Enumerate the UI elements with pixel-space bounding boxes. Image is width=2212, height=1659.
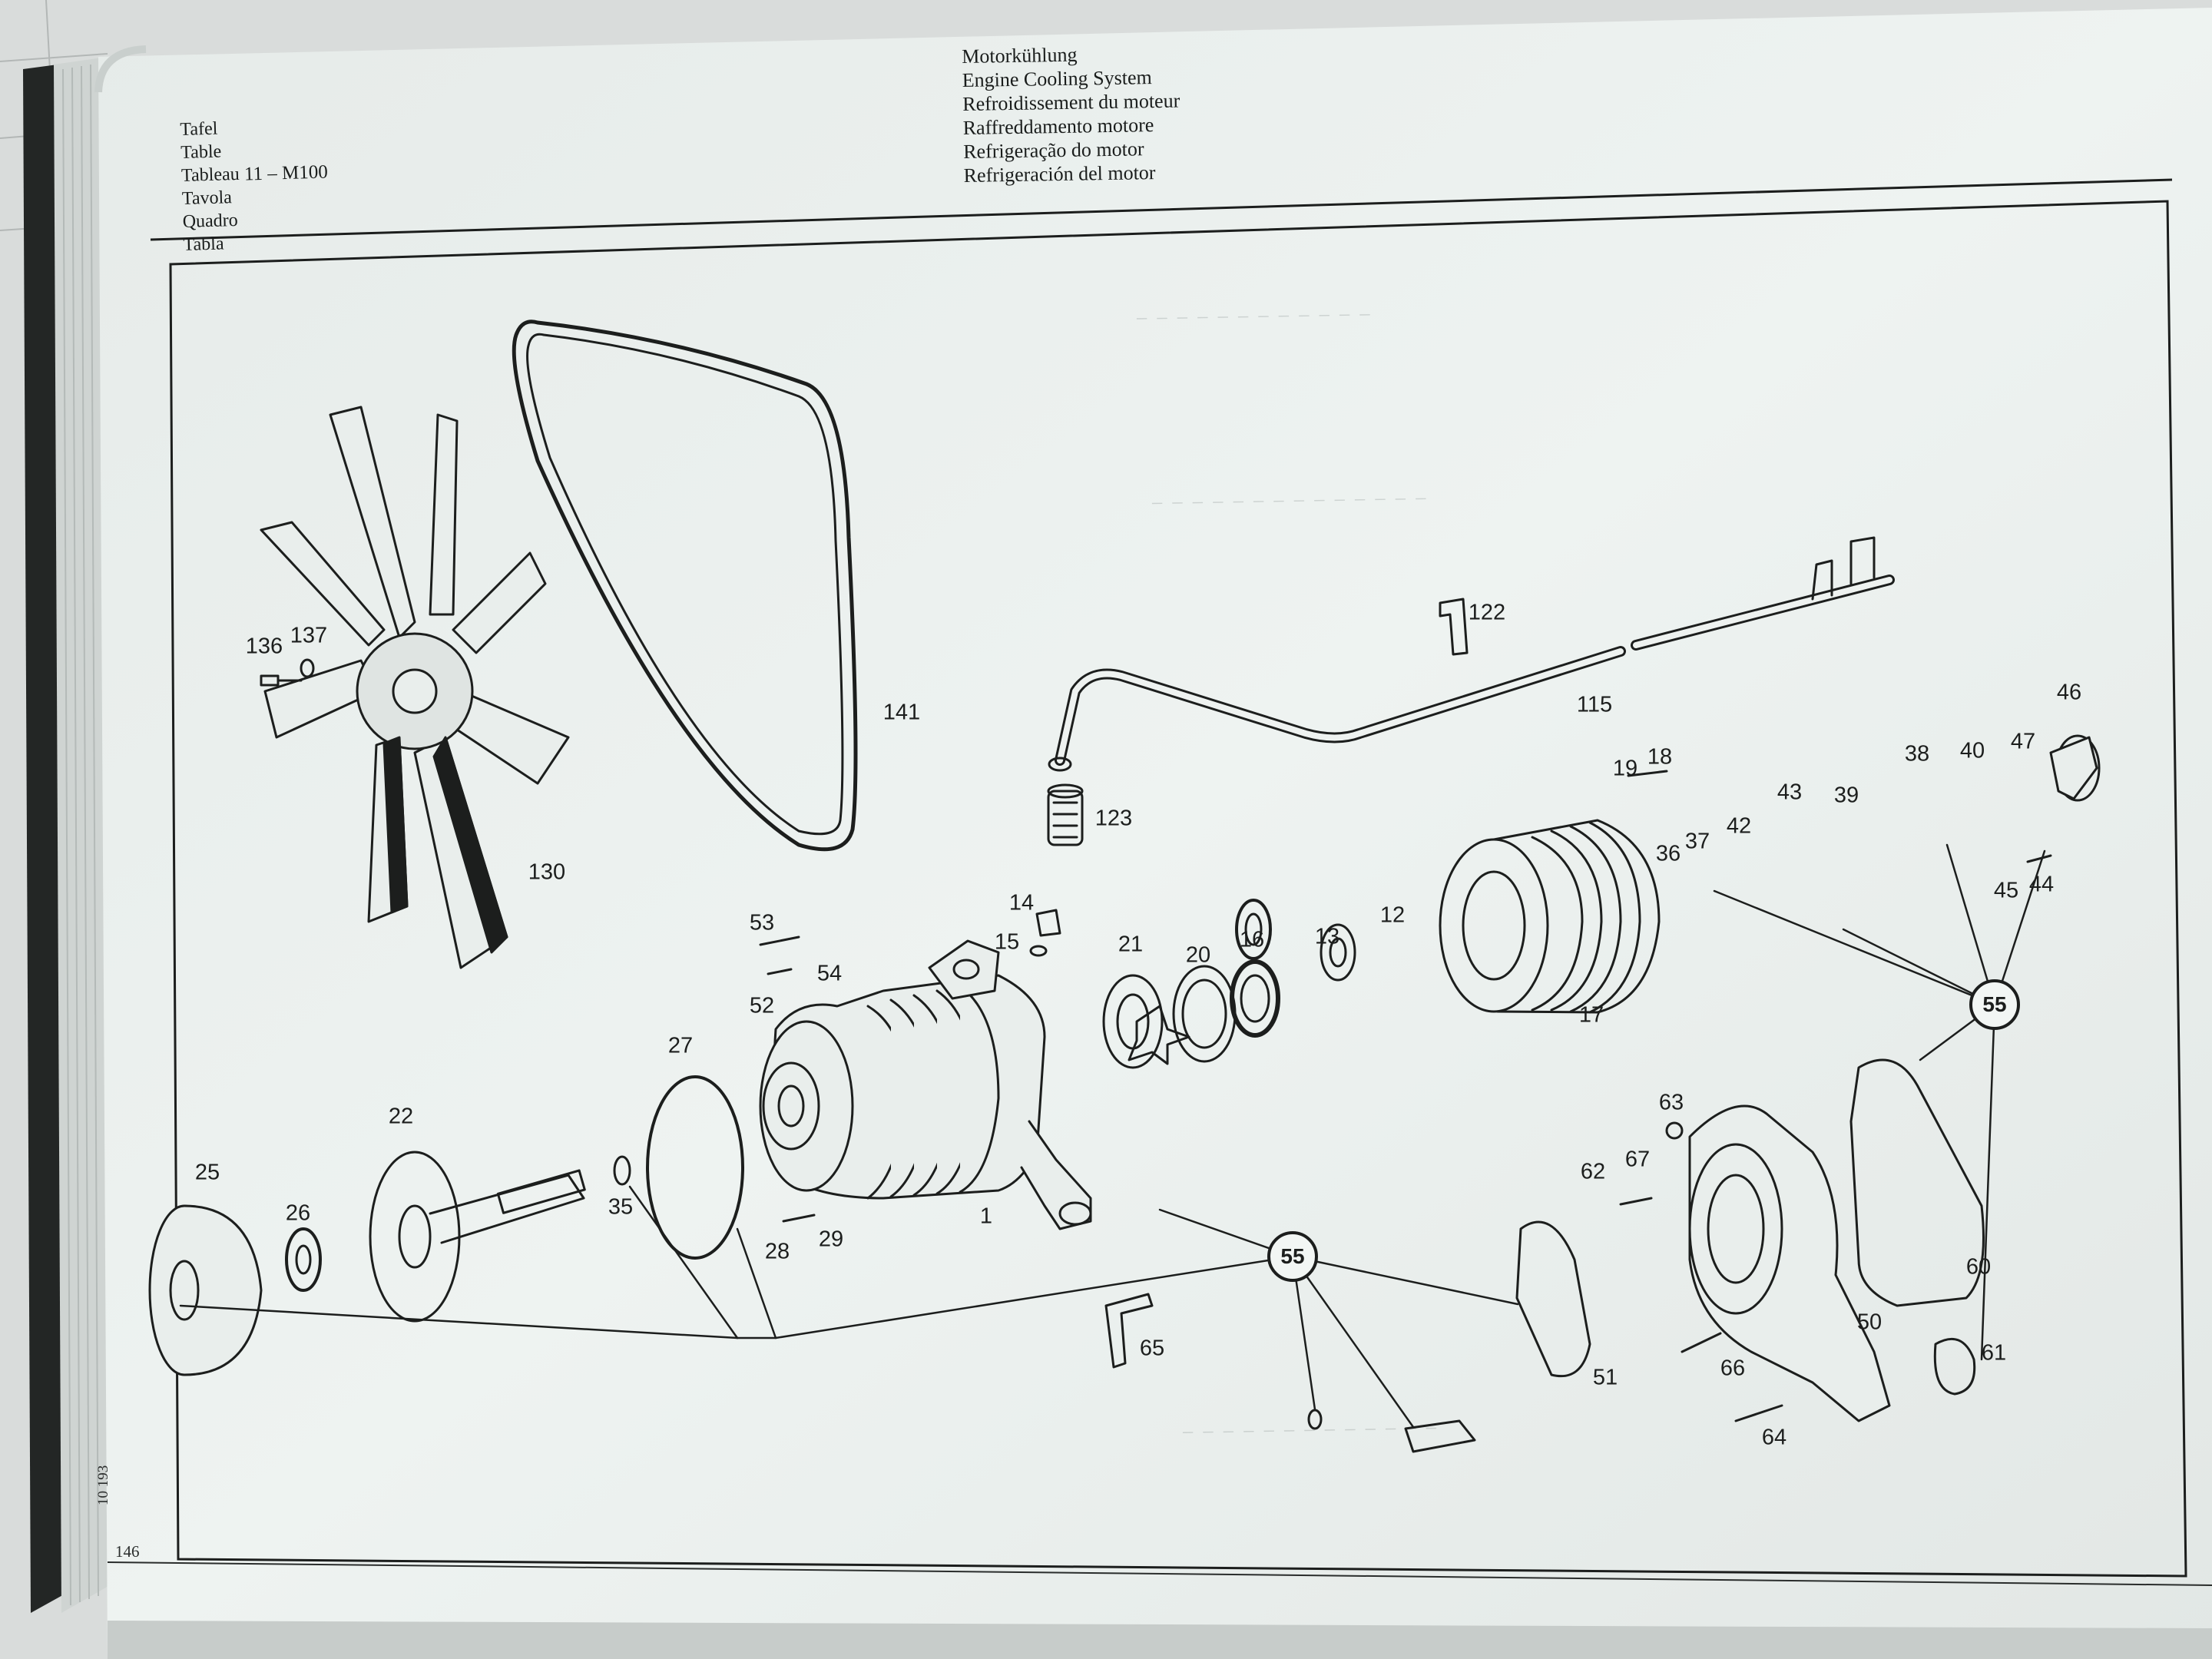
coolant-pipe-drawing	[1048, 536, 1895, 772]
callout-54: 54	[816, 961, 843, 986]
small-o-ring-drawing	[1307, 1409, 1323, 1430]
callout-136: 136	[245, 634, 283, 659]
callout-1: 1	[979, 1204, 993, 1229]
fan-bolt-drawing	[260, 658, 315, 687]
callout-46: 46	[2056, 680, 2082, 705]
callout-28: 28	[764, 1239, 790, 1264]
callout-64: 64	[1761, 1425, 1787, 1450]
callout-50: 50	[1856, 1310, 1883, 1335]
callout-62: 62	[1580, 1159, 1606, 1184]
callout-60: 60	[1965, 1254, 1992, 1280]
pulley-drawing	[1439, 819, 1661, 1014]
callout-67: 67	[1624, 1147, 1651, 1172]
callout-18: 18	[1647, 744, 1673, 770]
callout-43: 43	[1777, 780, 1803, 805]
callout-17: 17	[1578, 1002, 1604, 1028]
hose-sleeve-drawing	[1047, 783, 1084, 846]
impeller-drawing	[2049, 734, 2101, 802]
callout-35: 35	[608, 1194, 634, 1220]
bearing-parts-drawing	[1102, 899, 1356, 1069]
callout-47: 47	[2010, 729, 2036, 754]
callout-22: 22	[388, 1104, 414, 1129]
fan-drawing	[260, 406, 570, 969]
small-gasket-drawing	[1933, 1337, 1976, 1396]
callout-141: 141	[882, 700, 921, 725]
small-seal-drawing	[613, 1155, 631, 1186]
callout-42: 42	[1726, 813, 1752, 839]
callout-15: 15	[994, 929, 1020, 955]
water-pump-body-drawing	[759, 939, 1092, 1230]
o-ring-drawing	[646, 1075, 744, 1260]
callout-14: 14	[1008, 890, 1035, 916]
callout-55-bottom: 55	[1267, 1231, 1318, 1282]
callout-16: 16	[1239, 927, 1265, 952]
callout-61: 61	[1981, 1340, 2007, 1366]
washer-drawing	[285, 1227, 322, 1292]
callout-122: 122	[1468, 600, 1506, 625]
callout-27: 27	[667, 1033, 694, 1058]
housing-gasket-drawing	[1849, 1058, 1985, 1307]
bolts-drawing	[759, 770, 2052, 1422]
callout-130: 130	[528, 859, 566, 885]
callout-40: 40	[1959, 738, 1985, 763]
callout-25: 25	[194, 1160, 220, 1185]
callout-20: 20	[1185, 942, 1211, 968]
callout-39: 39	[1833, 783, 1859, 808]
pump-housing-drawing	[1688, 1104, 1891, 1422]
v-belt-drawing	[512, 320, 858, 852]
callout-123: 123	[1094, 806, 1133, 831]
page-number: 146	[115, 1542, 140, 1561]
callout-leader-lines	[179, 843, 2046, 1429]
fitting-drawing	[1029, 909, 1061, 957]
callout-63: 63	[1658, 1090, 1684, 1115]
callout-44: 44	[2028, 872, 2055, 897]
callout-38: 38	[1904, 741, 1930, 767]
callout-137: 137	[290, 623, 328, 648]
callout-26: 26	[285, 1200, 311, 1226]
callout-36: 36	[1655, 841, 1681, 866]
callout-55-right: 55	[1969, 979, 2020, 1030]
lower-bracket-drawing	[1104, 1293, 1154, 1369]
callout-115: 115	[1576, 692, 1613, 717]
callout-66: 66	[1720, 1356, 1746, 1381]
callout-21: 21	[1118, 932, 1144, 957]
callout-52: 52	[749, 993, 775, 1018]
shaft-flange-drawing	[369, 1151, 586, 1323]
bracket-drawing	[1439, 598, 1469, 656]
callout-65: 65	[1139, 1336, 1165, 1361]
callout-12: 12	[1379, 902, 1406, 928]
flange-gasket-drawing	[1515, 1220, 1591, 1378]
callout-45: 45	[1993, 878, 2019, 903]
callout-13: 13	[1314, 924, 1340, 949]
elbow-gasket-drawing	[1404, 1419, 1476, 1453]
callout-51: 51	[1592, 1365, 1618, 1390]
hub-drawing	[148, 1204, 263, 1376]
callout-53: 53	[749, 910, 775, 935]
callout-29: 29	[818, 1227, 844, 1252]
document-id: 10 193	[95, 1465, 111, 1505]
callout-19: 19	[1612, 756, 1638, 781]
callout-37: 37	[1684, 829, 1710, 854]
